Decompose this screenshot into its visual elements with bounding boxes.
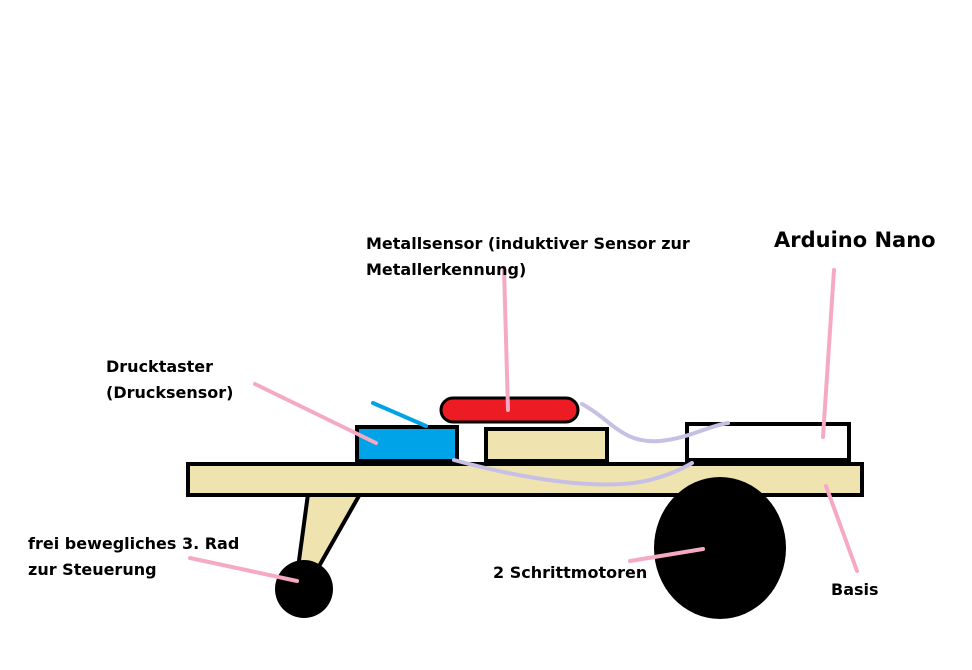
leader-rad (188, 556, 299, 583)
label-rad-line1: frei bewegliches 3. Rad (28, 534, 240, 553)
leader-metallsensor (502, 266, 510, 412)
label-metallsensor: Metallsensor (induktiver Sensor zur Meta… (366, 231, 690, 283)
label-rad-line2: zur Steuerung (28, 560, 157, 579)
caster-wheel (275, 560, 333, 618)
wire-button-to-arduino (452, 458, 694, 487)
label-drucktaster-line2: (Drucksensor) (106, 383, 234, 402)
base-platform (186, 462, 864, 497)
leader-schrittmotoren (628, 547, 705, 563)
label-drucktaster: Drucktaster (Drucksensor) (106, 354, 233, 406)
stepper-motor-wheel (654, 477, 786, 619)
leader-arduino (821, 268, 836, 439)
label-basis: Basis (831, 580, 879, 599)
caster-strut (296, 492, 362, 570)
leader-drucktaster (253, 382, 378, 445)
label-drucktaster-line1: Drucktaster (106, 357, 214, 376)
push-button-plunger (371, 401, 428, 428)
leader-basis (824, 484, 859, 573)
label-metallsensor-line2: Metallerkennung) (366, 260, 527, 279)
label-metallsensor-line1: Metallsensor (induktiver Sensor zur (366, 234, 690, 253)
push-button (355, 425, 459, 463)
motor-block (484, 427, 609, 463)
label-arduino: Arduino Nano (774, 228, 936, 252)
label-rad: frei bewegliches 3. Rad zur Steuerung (28, 531, 239, 583)
label-schrittmotoren: 2 Schrittmotoren (493, 563, 648, 582)
wire-sensor-to-arduino (580, 402, 730, 444)
